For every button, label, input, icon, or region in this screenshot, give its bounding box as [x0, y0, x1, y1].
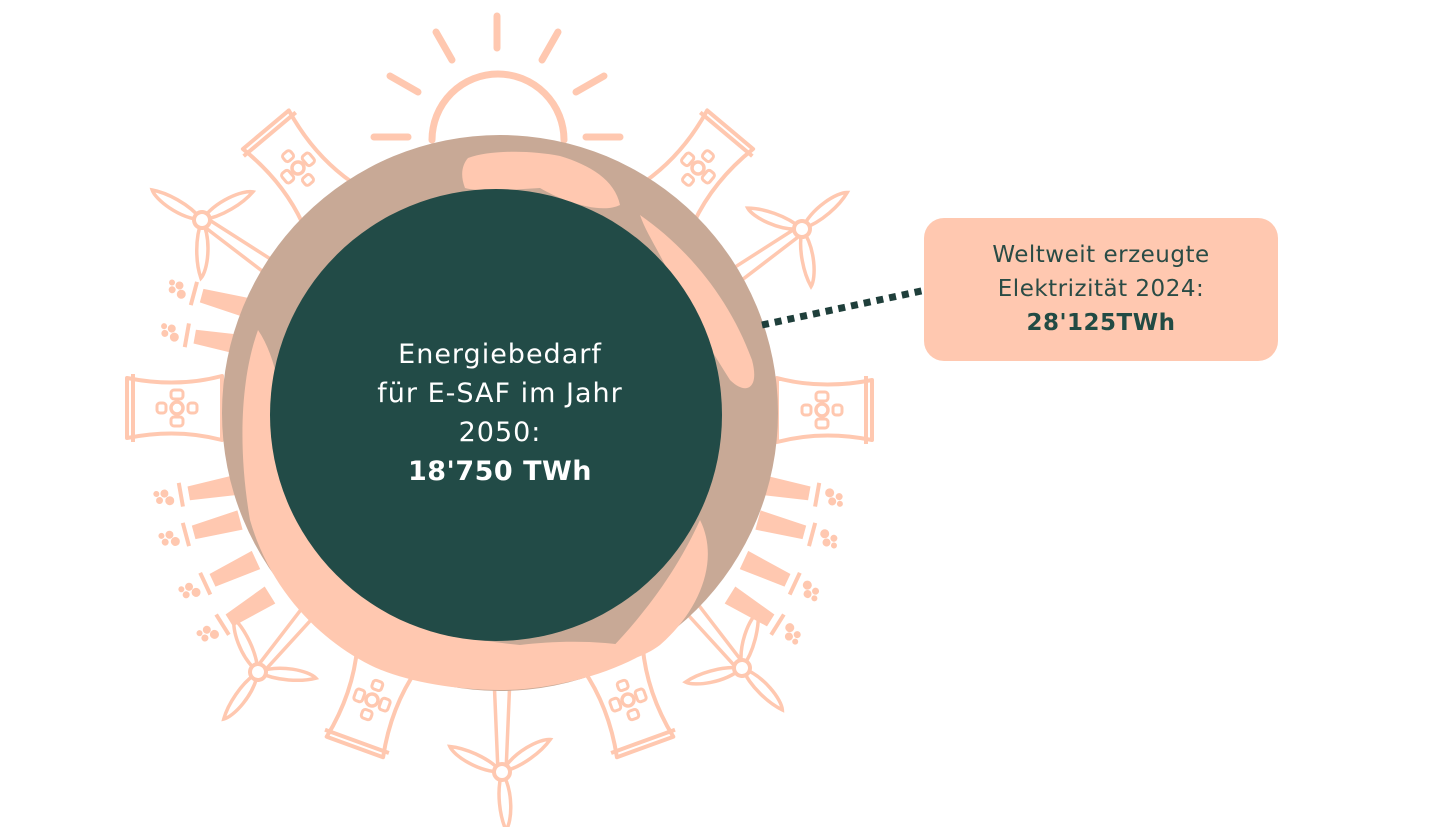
center-label-line1: Energiebedarf: [398, 339, 602, 370]
center-value: 18'750 TWh: [407, 456, 593, 487]
connector-line: [761, 286, 927, 329]
center-label: Energiebedarf für E-SAF im Jahr 2050: 18…: [330, 335, 670, 491]
power-plant-icon: [125, 372, 224, 444]
center-label-line2: für E-SAF im Jahr: [377, 378, 623, 409]
inner-circle: [270, 189, 722, 641]
callout-value: 28'125TWh: [1026, 310, 1176, 336]
chimney-icon: [154, 506, 246, 556]
chimney-icon: [736, 547, 827, 608]
chimney-icon: [162, 272, 254, 322]
chimney-icon: [721, 582, 809, 652]
chimney-icon: [173, 547, 264, 608]
callout-line1: Weltweit erzeugte: [992, 242, 1210, 268]
callout-line2: Elektrizität 2024:: [997, 276, 1205, 302]
chimney-icon: [150, 471, 241, 514]
chimney-icon: [752, 506, 844, 556]
electricity-callout: Weltweit erzeugte Elektrizität 2024: 28'…: [924, 218, 1278, 361]
wind-turbine-icon: [445, 675, 556, 827]
globe: [222, 135, 778, 691]
center-label-line3: 2050:: [458, 417, 542, 448]
chimney-icon: [191, 582, 279, 652]
chimney-icon: [757, 471, 848, 514]
power-plant-icon: [775, 374, 874, 446]
sun-icon: [370, 12, 624, 144]
